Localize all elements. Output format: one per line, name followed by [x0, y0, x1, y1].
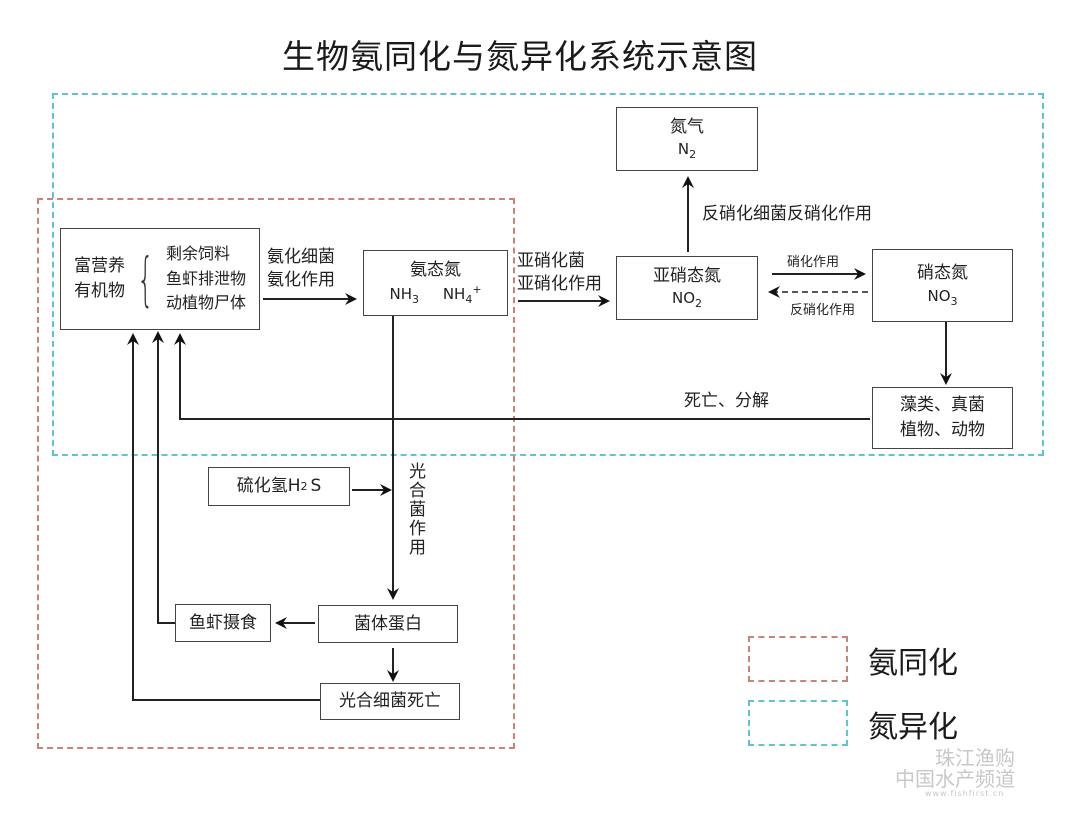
legend-label-assimilation: 氨同化	[868, 646, 958, 681]
ammonia-name: 氨态氮	[410, 259, 461, 280]
legend-swatch-dissimilation	[748, 700, 848, 746]
nitrate-name: 硝态氮	[917, 263, 968, 284]
denitrification-back-label: 反硝化作用	[790, 303, 856, 318]
legend-label-dissimilation: 氮异化	[868, 710, 958, 745]
ammonification-label: 氨化细菌 氨化作用	[267, 247, 335, 290]
nitrate-formula: NO3	[927, 286, 958, 308]
organic-item: 剩余饲料	[165, 243, 230, 263]
nitrification-label: 硝化作用	[787, 255, 840, 270]
organisms-line2: 植物、动物	[900, 420, 985, 440]
watermark-line1: 珠江渔购	[935, 746, 1015, 770]
nitrogen-gas-formula: N2	[677, 140, 697, 162]
ammonia-nitrogen-box: 氨态氮 NH3 NH4+	[363, 250, 508, 316]
bacterial-protein-box: 菌体蛋白	[318, 605, 458, 643]
diagram-title: 生物氨同化与氮异化系统示意图	[282, 37, 758, 76]
nitrogen-gas-box: 氮气 N2	[616, 107, 758, 171]
death-decomposition-label: 死亡、分解	[684, 391, 769, 411]
nitrogen-gas-name: 氮气	[670, 116, 704, 137]
fish-feeding-box: 鱼虾摄食	[175, 604, 271, 642]
organisms-line1: 藻类、真菌	[900, 395, 985, 416]
organic-item: 动植物尸体	[165, 293, 246, 313]
denitrification-up-label: 反硝化细菌反硝化作用	[702, 204, 872, 224]
assimilation-region	[37, 198, 515, 749]
organic-group-line2: 有机物	[74, 281, 126, 301]
legend-swatch-assimilation	[748, 636, 848, 682]
ammonia-formula: NH3 NH4+	[389, 283, 482, 307]
brace-icon: {	[137, 245, 154, 313]
organic-group-line1: 富营养	[74, 256, 126, 277]
nitrite-nitrogen-box: 亚硝态氮 NO2	[616, 256, 758, 320]
watermark: 珠江渔购 中国水产频道 www.fishfirst.cn	[895, 748, 1015, 798]
organic-item: 鱼虾排泄物	[165, 268, 246, 288]
dissimilation-region	[52, 93, 1044, 456]
nitrite-formula: NO2	[671, 289, 703, 311]
watermark-line2: 中国水产频道	[895, 767, 1015, 791]
organisms-box: 藻类、真菌 植物、动物	[872, 387, 1013, 449]
nitrate-nitrogen-box: 硝态氮 NO3	[872, 249, 1013, 322]
organic-matter-box: 富营养 有机物 { 剩余饲料 鱼虾排泄物 动植物尸体	[60, 228, 260, 330]
bacteria-death-box: 光合细菌死亡	[320, 683, 460, 720]
nitrite-name: 亚硝态氮	[653, 265, 721, 286]
nitritation-label: 亚硝化菌 亚硝化作用	[517, 251, 602, 294]
photosynthetic-label: 光合菌作用	[404, 462, 425, 557]
watermark-line3: www.fishfirst.cn	[925, 789, 1005, 798]
